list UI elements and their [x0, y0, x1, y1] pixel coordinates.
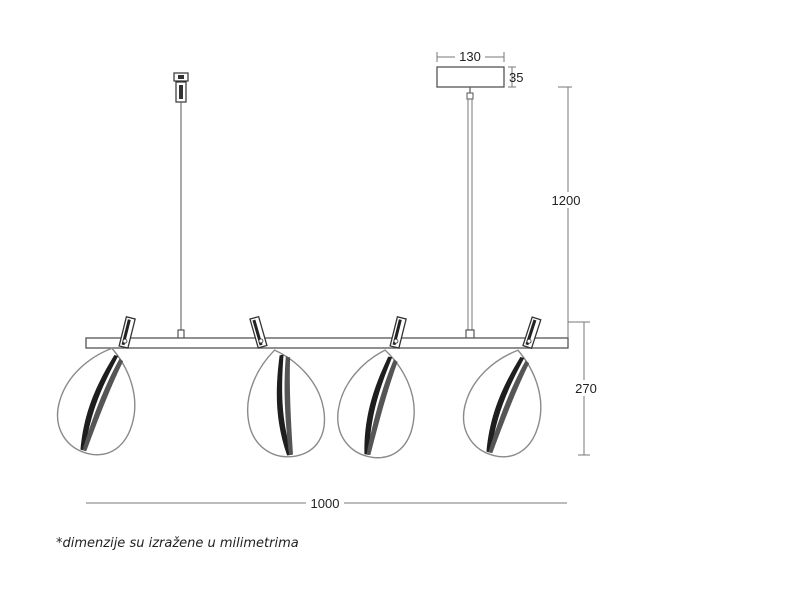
- dim-canopy-height-label: 35: [509, 70, 523, 85]
- dim-total-width: 1000: [86, 495, 567, 511]
- dim-total-width-label: 1000: [311, 496, 340, 511]
- right-rod-clamp: [465, 329, 475, 339]
- units-note: *dimenzije su izražene u milimetrima: [56, 536, 299, 551]
- dim-canopy-width-label: 130: [459, 49, 481, 64]
- dim-suspension-length-label: 1200: [552, 193, 581, 208]
- dim-suspension-length: 1200: [548, 86, 584, 338]
- dim-lamp-height-label: 270: [575, 381, 597, 396]
- horizontal-bar: [85, 337, 569, 349]
- dim-canopy-height: 35: [508, 66, 523, 88]
- left-cable-fixing: [173, 72, 189, 103]
- left-wire-clamp: [177, 329, 185, 339]
- dim-lamp-height: 270: [570, 321, 600, 456]
- ceiling-canopy: [436, 66, 505, 88]
- dim-canopy-width: 130: [436, 49, 505, 64]
